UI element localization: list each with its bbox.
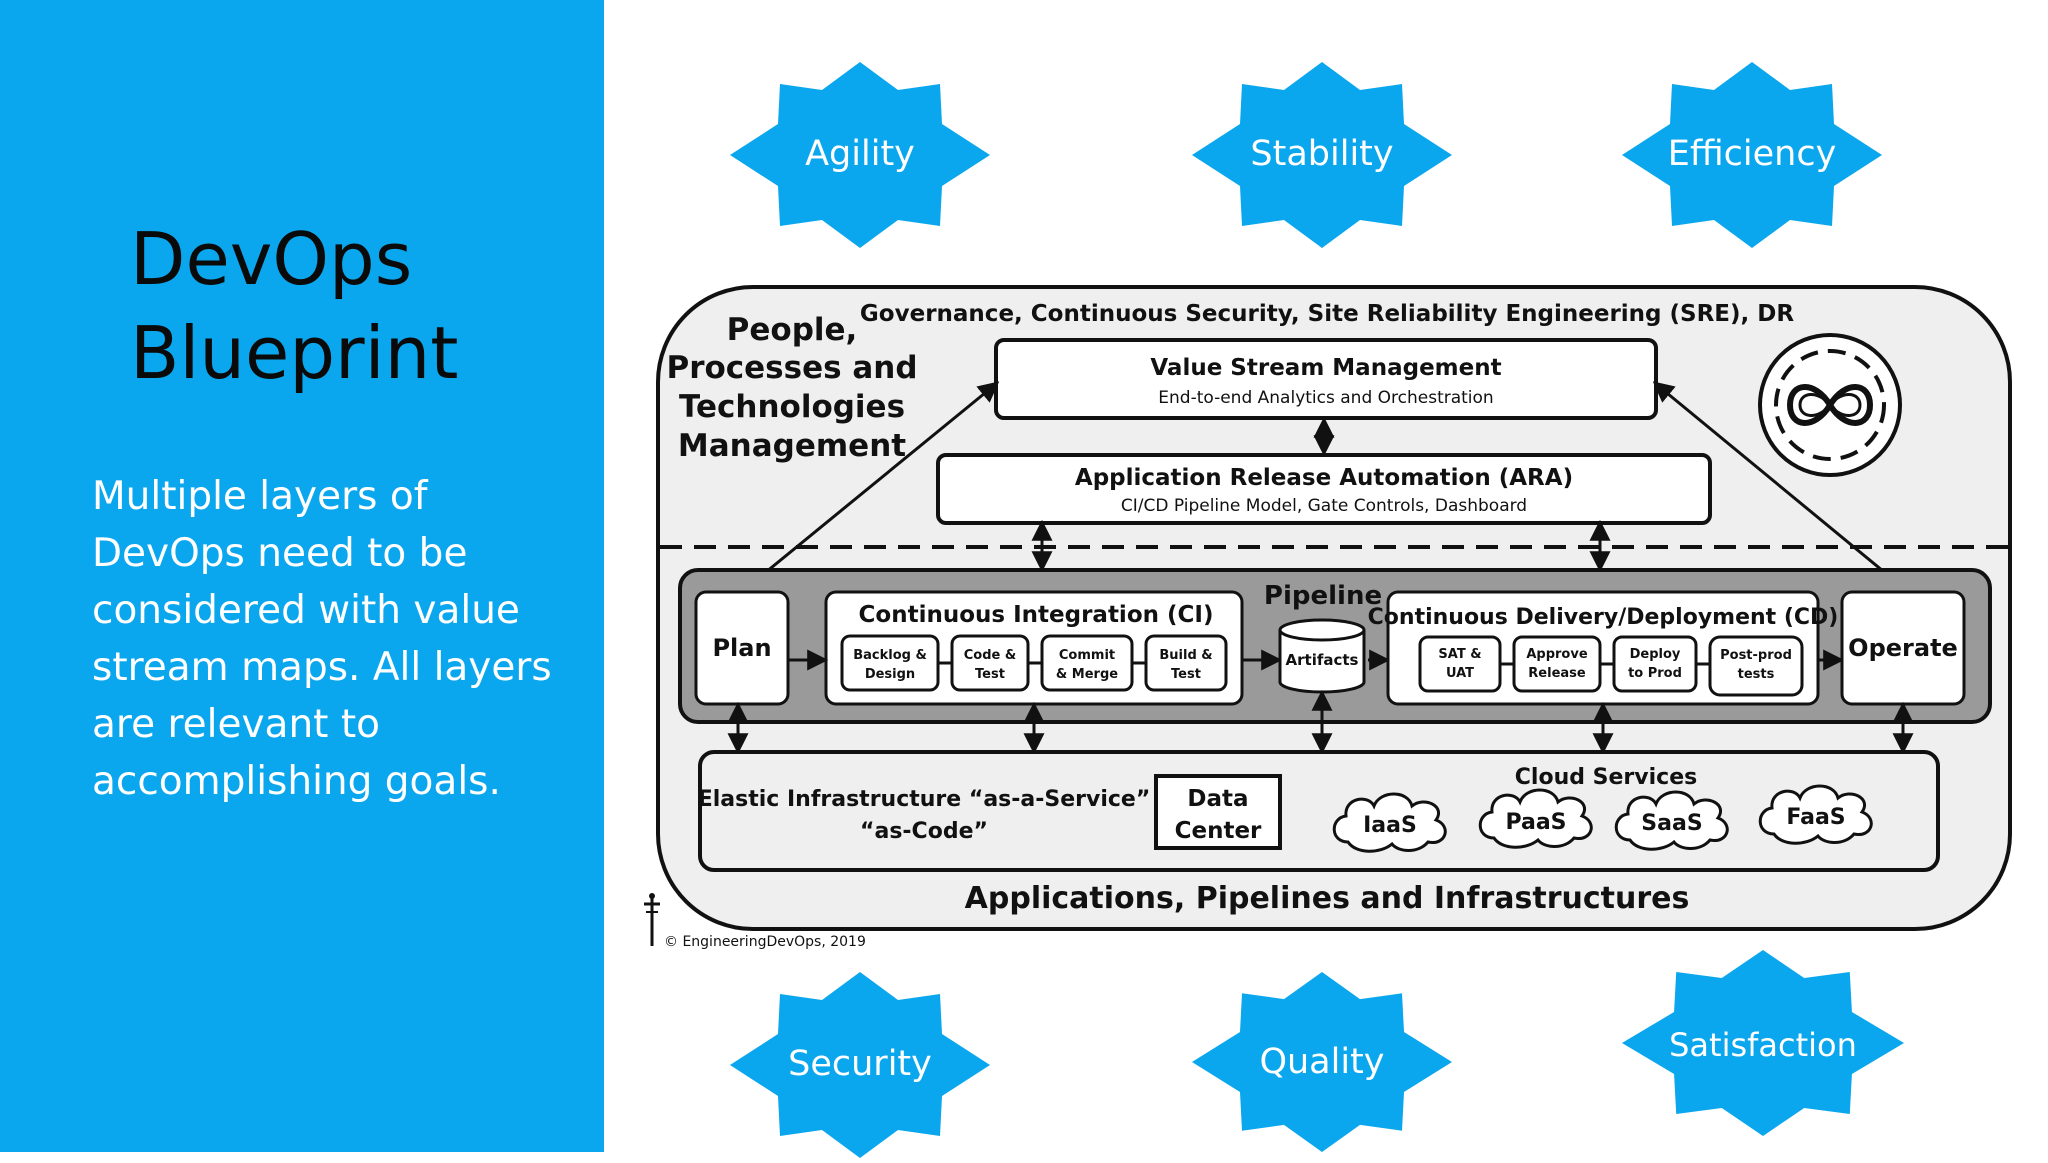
governance-label: Governance, Continuous Security, Site Re…	[860, 301, 1794, 327]
ara-title: Application Release Automation (ARA)	[1075, 465, 1573, 491]
star-shape-icon	[1192, 62, 1452, 248]
cloud-paas-icon	[1478, 788, 1593, 849]
cd-step-3-line1: Deploy	[1630, 647, 1681, 662]
infinity-logo-icon	[1758, 333, 1902, 477]
ci-step-2-line2: Test	[975, 667, 1005, 682]
cd-step-2-line2: Release	[1528, 666, 1586, 681]
cd-title: Continuous Delivery/Deployment (CD)	[1368, 605, 1839, 630]
ci-step-1-line2: Design	[865, 667, 915, 682]
star-shape-icon	[730, 972, 990, 1158]
elastic-label-line2: “as-Code”	[860, 819, 988, 844]
engineering-devops-logo-icon	[644, 893, 660, 946]
plan-label: Plan	[712, 634, 771, 662]
ci-step-3-line2: & Merge	[1056, 667, 1118, 682]
cd-step-4-line2: tests	[1738, 667, 1775, 682]
elastic-label-line1: Elastic Infrastructure “as-a-Service”	[698, 787, 1151, 812]
slide-description: Multiple layers of DevOps need to be con…	[92, 474, 552, 804]
data-center-line2: Center	[1175, 818, 1262, 844]
people-label-line4: Management	[678, 428, 906, 464]
ci-step-4-line2: Test	[1171, 667, 1201, 682]
star-shape-icon	[730, 62, 990, 248]
ci-step-1: Backlog & Design	[840, 634, 940, 692]
cd-step-1: SAT & UAT	[1418, 635, 1502, 693]
data-center-line1: Data	[1187, 786, 1248, 812]
cd-step-3: Deploy to Prod	[1612, 635, 1698, 693]
cloud-paas-label: PaaS	[1505, 810, 1566, 835]
people-label-line1: People,	[727, 312, 858, 348]
people-label-line2: Processes and	[666, 350, 917, 386]
cd-step-1-line1: SAT &	[1438, 647, 1481, 662]
goal-label-stability: Stability	[1250, 134, 1394, 174]
cd-step-1-line2: UAT	[1446, 666, 1474, 681]
ci-step-2: Code & Test	[950, 634, 1030, 692]
goal-label-agility: Agility	[805, 134, 915, 174]
arrow-vsm-operate	[1652, 381, 1910, 593]
ci-step-2-line1: Code &	[964, 648, 1016, 663]
slide-title: DevOps Blueprint	[130, 212, 459, 400]
cloud-services-label: Cloud Services	[1515, 765, 1697, 790]
goal-label-security: Security	[788, 1044, 932, 1084]
cloud-faas-label: FaaS	[1786, 805, 1845, 830]
ci-step-3: Commit & Merge	[1040, 634, 1134, 692]
slide-title-line1: DevOps	[130, 217, 413, 301]
goal-label-efficiency: Efficiency	[1667, 134, 1837, 174]
goal-star-efficiency: Efficiency	[1622, 62, 1882, 248]
goal-star-satisfaction: Satisfaction	[1622, 950, 1904, 1136]
people-label-line3: Technologies	[679, 389, 905, 425]
cd-step-2: Approve Release	[1512, 635, 1602, 693]
goal-star-security: Security	[730, 972, 990, 1158]
goal-star-quality: Quality	[1192, 972, 1452, 1152]
goal-label-quality: Quality	[1259, 1042, 1385, 1082]
ci-step-3-line1: Commit	[1059, 648, 1115, 663]
cloud-saas-label: SaaS	[1641, 811, 1702, 836]
ara-subtitle: CI/CD Pipeline Model, Gate Controls, Das…	[1121, 496, 1527, 516]
cloud-saas-icon	[1614, 790, 1729, 851]
pipeline-label: Pipeline	[1264, 581, 1382, 611]
vsm-subtitle: End-to-end Analytics and Orchestration	[1158, 388, 1493, 408]
cd-step-3-line2: to Prod	[1628, 666, 1682, 681]
cloud-faas-icon	[1758, 784, 1873, 845]
cloud-iaas-label: IaaS	[1363, 813, 1417, 838]
star-shape-icon	[1192, 972, 1452, 1152]
ci-step-4-line1: Build &	[1159, 648, 1212, 663]
star-shape-icon	[1622, 950, 1904, 1136]
star-shape-icon	[1622, 62, 1882, 248]
cd-step-2-line1: Approve	[1526, 647, 1587, 662]
cloud-iaas-icon	[1332, 792, 1447, 853]
arrow-vsm-plan	[740, 381, 1000, 593]
cd-step-4: Post-prod tests	[1708, 635, 1804, 697]
artifacts-label: Artifacts	[1286, 651, 1359, 669]
goal-star-stability: Stability	[1192, 62, 1452, 248]
ci-step-4: Build & Test	[1144, 634, 1228, 692]
data-center-box	[1154, 774, 1282, 850]
copyright-label: © EngineeringDevOps, 2019	[664, 934, 866, 950]
goal-star-agility: Agility	[730, 62, 990, 248]
ci-title: Continuous Integration (CI)	[859, 602, 1214, 628]
vsm-title: Value Stream Management	[1150, 355, 1501, 381]
operate-label: Operate	[1848, 634, 1958, 662]
slide-title-line2: Blueprint	[130, 311, 459, 395]
bottom-label: Applications, Pipelines and Infrastructu…	[965, 881, 1690, 916]
goal-label-satisfaction: Satisfaction	[1669, 1026, 1857, 1064]
left-panel: DevOps Blueprint Multiple layers of DevO…	[0, 0, 604, 1152]
cd-step-4-line1: Post-prod	[1720, 648, 1792, 663]
ci-step-1-line1: Backlog &	[853, 648, 927, 663]
